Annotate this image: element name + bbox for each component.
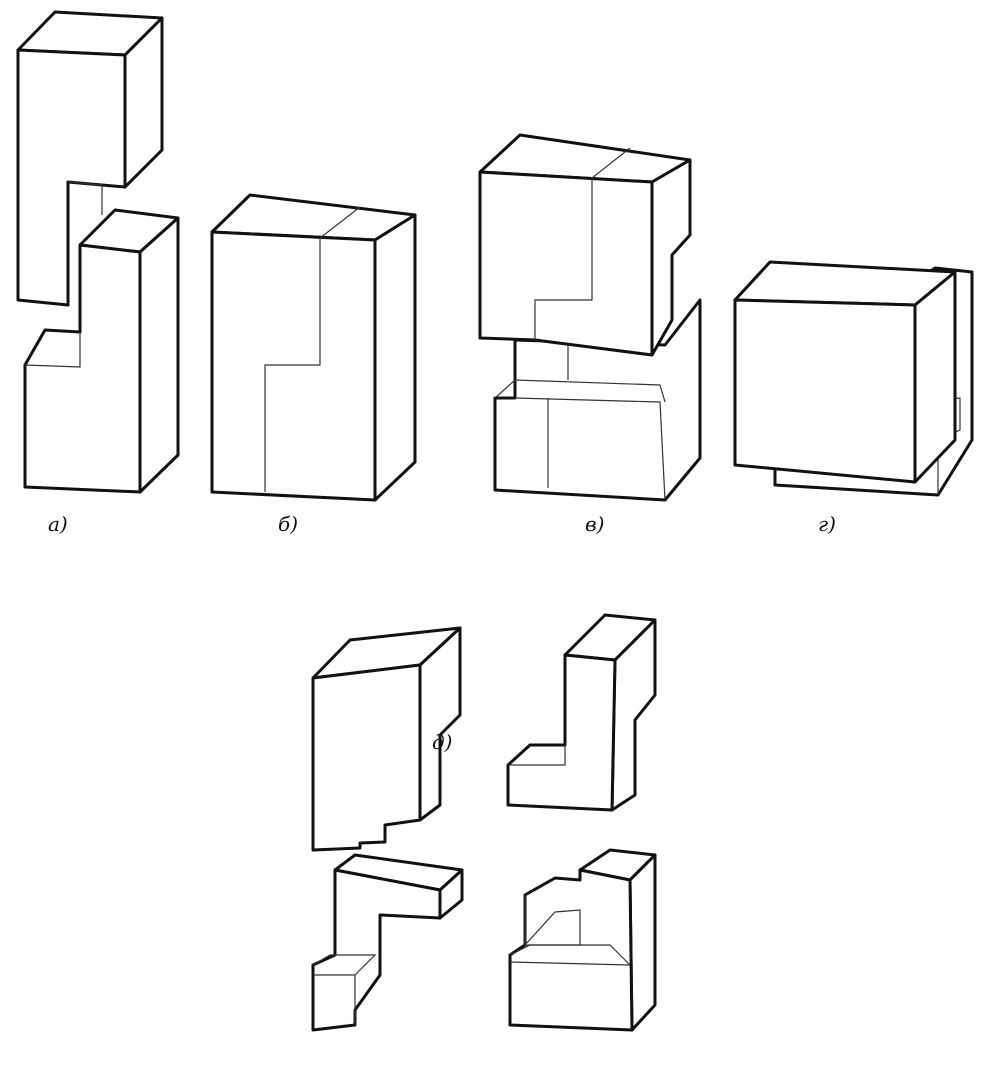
label-d: д): [432, 730, 453, 754]
label-v: в): [585, 512, 605, 536]
figure-d-piece-2: [506, 613, 657, 812]
label-b: б): [278, 512, 299, 536]
figure-d-piece-4: [508, 848, 657, 1032]
figure-d-piece-3: [311, 853, 464, 1032]
figure-b-assembled-block: [210, 193, 417, 502]
figure-a-lower-piece: [23, 208, 180, 494]
label-g: г): [818, 512, 836, 536]
figure-v-upper-piece: [478, 133, 692, 357]
figure-a-upper-piece: [16, 10, 164, 307]
figure-d-piece-1: [311, 626, 462, 852]
figure-g-front-piece: [733, 260, 957, 484]
label-a: а): [48, 512, 68, 536]
